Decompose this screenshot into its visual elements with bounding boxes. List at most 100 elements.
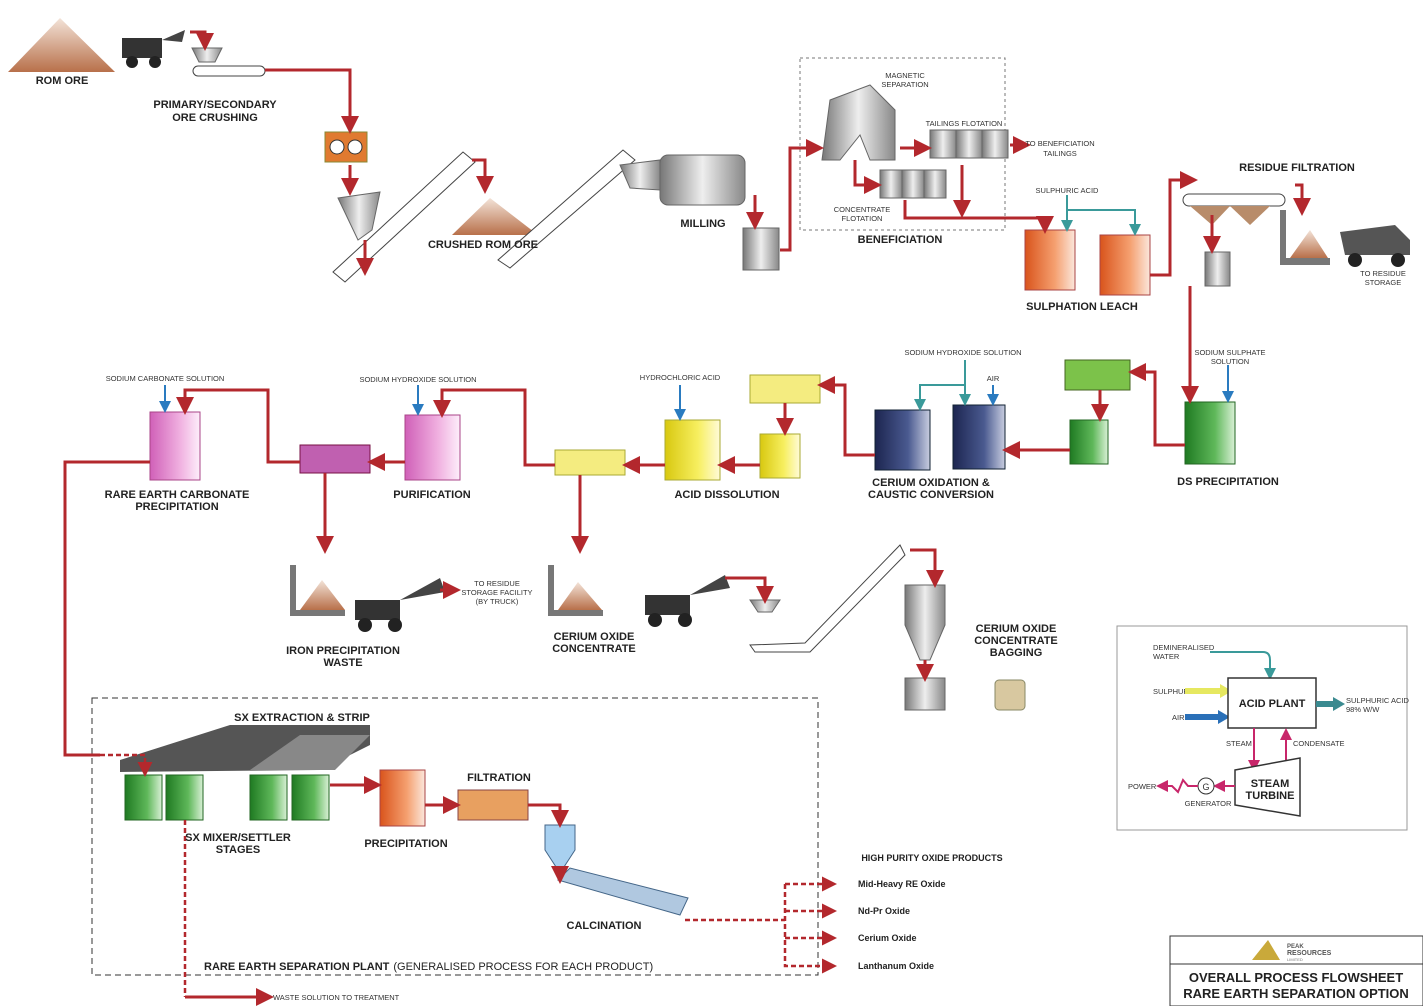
label-ceo-conc-2: CONCENTRATE: [552, 643, 636, 655]
rom-ore-pile: [8, 18, 115, 72]
label-ceo-conc: CERIUM OXIDE: [554, 631, 635, 643]
label-bagging-3: BAGGING: [990, 647, 1043, 659]
label-rom-ore: ROM ORE: [36, 75, 89, 87]
conveyor-1: [332, 151, 476, 283]
label-conc-flotation: CONCENTRATE: [834, 205, 891, 214]
label-turbine: STEAM: [1251, 778, 1290, 790]
acid-plant-inset: DEMINERALISED WATER SULPHUR AIR ACID PLA…: [1116, 625, 1410, 831]
label-sx-mixer: SX MIXER/SETTLER: [185, 832, 291, 844]
product-lanthanum-oxide: Lanthanum Oxide: [858, 961, 934, 971]
yellow-small-tank: [759, 433, 801, 479]
label-milling: MILLING: [680, 218, 725, 230]
title-line-2: RARE EARTH SEPARATION OPTION: [1183, 986, 1409, 1001]
label-air: AIR: [987, 374, 1000, 383]
ds-precipitation-tank: [1184, 401, 1236, 465]
label-to-benef: TO BENEFICIATION: [1025, 139, 1094, 148]
bagging-silo: [904, 584, 946, 661]
label-generator: GENERATOR: [1185, 799, 1232, 808]
label-turbine-2: TURBINE: [1246, 790, 1295, 802]
loader-icon-2: [355, 578, 445, 632]
label-to-benef-2: TAILINGS: [1043, 149, 1077, 158]
leach-tank-2: [1099, 234, 1151, 296]
label-sulphur: SULPHUR: [1153, 687, 1189, 696]
label-waste-solution: WASTE SOLUTION TO TREATMENT: [273, 993, 400, 1002]
label-calcination: CALCINATION: [567, 920, 642, 932]
label-residue-filtration: RESIDUE FILTRATION: [1239, 162, 1355, 174]
cerium-oxidation-tank-1: [874, 409, 931, 471]
label-to-rsf: TO RESIDUE: [474, 579, 520, 588]
crusher: [324, 131, 368, 163]
purification-filter: [299, 444, 371, 474]
screen-cone: [337, 191, 381, 241]
sx-mixer-tanks: [124, 774, 330, 821]
generator-symbol: G: [1202, 782, 1209, 792]
label-steam: STEAM: [1226, 739, 1252, 748]
cerium-concentrate-pile: [548, 565, 603, 616]
label-plant-name: RARE EARTH SEPARATION PLANT(GENERALISED …: [204, 961, 653, 973]
product-cerium-oxide: Cerium Oxide: [858, 933, 917, 943]
bag-icon: [994, 679, 1026, 711]
separation-plant-boundary: [91, 697, 819, 976]
title-line-1: OVERALL PROCESS FLOWSHEET: [1189, 970, 1403, 985]
tailings-flotation-cells: [929, 129, 1009, 159]
logo-text-3: LIMITED: [1287, 957, 1303, 962]
sx-settlers: [120, 725, 370, 772]
label-acid-out: SULPHURIC ACID: [1346, 696, 1410, 705]
label-condensate: CONDENSATE: [1293, 739, 1345, 748]
label-conc-flotation-2: FLOTATION: [842, 214, 883, 223]
label-cerium-oxidation-2: CAUSTIC CONVERSION: [868, 489, 994, 501]
bagging-conveyor: [749, 544, 906, 653]
label-crushing: PRIMARY/SECONDARY: [153, 99, 277, 111]
steam-turbine-shape: [1234, 757, 1301, 817]
label-demin-water-2: WATER: [1153, 652, 1180, 661]
label-to-rsf-2: STORAGE FACILITY: [461, 588, 532, 597]
logo-text-2: RESOURCES: [1287, 950, 1332, 957]
label-tailings-flotation: TAILINGS FLOTATION: [926, 119, 1003, 128]
label-sodium-sulphate: SODIUM SULPHATE: [1194, 348, 1265, 357]
label-acid-out-2: 98% W/W: [1346, 705, 1380, 714]
precipitation-tank: [379, 769, 426, 827]
label-filtration: FILTRATION: [467, 772, 531, 784]
label-to-residue: TO RESIDUE: [1360, 269, 1406, 278]
process-labels: ROM ORE PRIMARY/SECONDARY ORE CRUSHING C…: [36, 71, 1406, 1002]
loader-icon-3: [645, 575, 730, 627]
title-block: PEAK RESOURCES LIMITED OVERALL PROCESS F…: [1169, 935, 1423, 1006]
crushed-ore-pile: [452, 198, 538, 235]
label-bagging: CERIUM OXIDE: [976, 623, 1057, 635]
carbonate-precipitation-tank: [149, 411, 201, 481]
label-acid-plant: ACID PLANT: [1239, 698, 1306, 710]
label-precipitation: PRECIPITATION: [364, 838, 447, 850]
yellow-filter: [749, 374, 821, 404]
label-crushing-2: ORE CRUSHING: [172, 112, 258, 124]
product-mid-heavy: Mid-Heavy RE Oxide: [858, 879, 946, 889]
mill-tank: [742, 227, 780, 271]
label-sulphation-leach: SULPHATION LEACH: [1026, 301, 1138, 313]
label-power: POWER: [1128, 782, 1157, 791]
label-naoh-2: SODIUM HYDROXIDE SOLUTION: [359, 375, 476, 384]
concentrate-flotation-cells: [879, 169, 947, 199]
haul-truck-icon: [1340, 225, 1410, 267]
calcination-hopper: [544, 824, 576, 871]
label-air-inset: AIR: [1172, 713, 1185, 722]
residue-filter: [1182, 193, 1286, 225]
iron-waste-pile: [290, 565, 345, 616]
filtration-filter: [457, 789, 529, 821]
label-to-residue-2: STORAGE: [1365, 278, 1402, 287]
label-sx-extraction: SX EXTRACTION & STRIP: [234, 712, 370, 724]
label-iron-waste: IRON PRECIPITATION: [286, 645, 400, 657]
label-iron-waste-2: WASTE: [323, 657, 362, 669]
mill: [619, 154, 746, 206]
acid-dissolution-tank: [664, 419, 721, 481]
label-beneficiation: BENEFICIATION: [858, 234, 943, 246]
ds-small-tank: [1069, 419, 1109, 465]
cerium-filter: [554, 449, 626, 476]
ds-filter: [1064, 359, 1131, 391]
label-demin-water: DEMINERALISED: [1153, 643, 1215, 652]
product-nd-pr: Nd-Pr Oxide: [858, 906, 910, 916]
label-acid-dissolution: ACID DISSOLUTION: [674, 489, 779, 501]
conveyor-2: [497, 149, 636, 269]
label-ds-precipitation: DS PRECIPITATION: [1177, 476, 1279, 488]
calcination-kiln: [557, 867, 689, 916]
